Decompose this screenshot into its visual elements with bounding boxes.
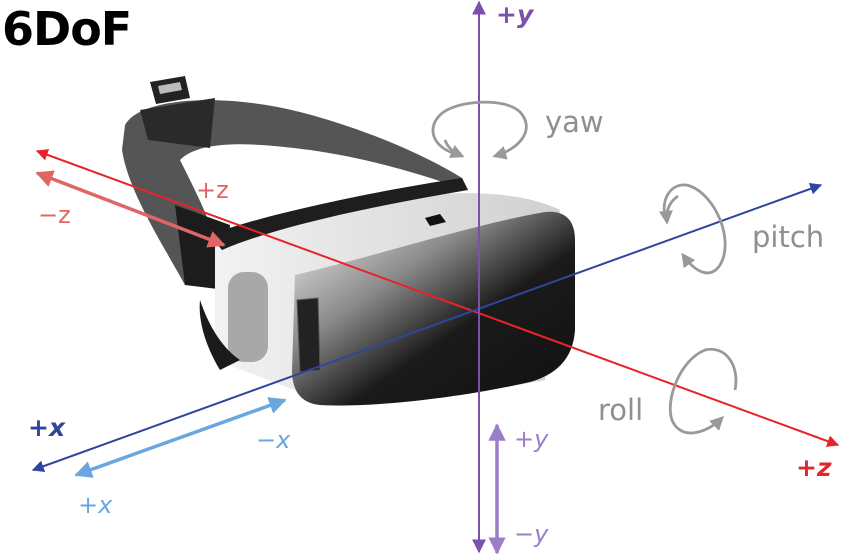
z-negative-label: −z (38, 201, 71, 229)
yaw-rotation-icon (431, 100, 528, 160)
x-positive-label: +x (78, 491, 113, 519)
roll-rotation-icon (668, 347, 738, 435)
z-axis-label: +z (796, 453, 832, 482)
pitch-rotation-icon (658, 183, 727, 275)
z-translation-arrow (35, 170, 226, 248)
x-axis-label: +x (28, 413, 66, 442)
z-positive-label: +z (196, 176, 229, 204)
y-axis-label: +y (496, 0, 534, 29)
y-negative-label: −y (514, 520, 549, 548)
x-translation-arrow (74, 397, 287, 478)
x-negative-label: −x (256, 426, 291, 454)
pitch-label: pitch (752, 220, 825, 254)
diagram-title: 6DoF (2, 2, 132, 56)
headset-side-panel (228, 272, 268, 362)
yaw-label: yaw (545, 105, 604, 139)
y-positive-label: +y (514, 425, 549, 453)
roll-label: roll (598, 393, 644, 427)
